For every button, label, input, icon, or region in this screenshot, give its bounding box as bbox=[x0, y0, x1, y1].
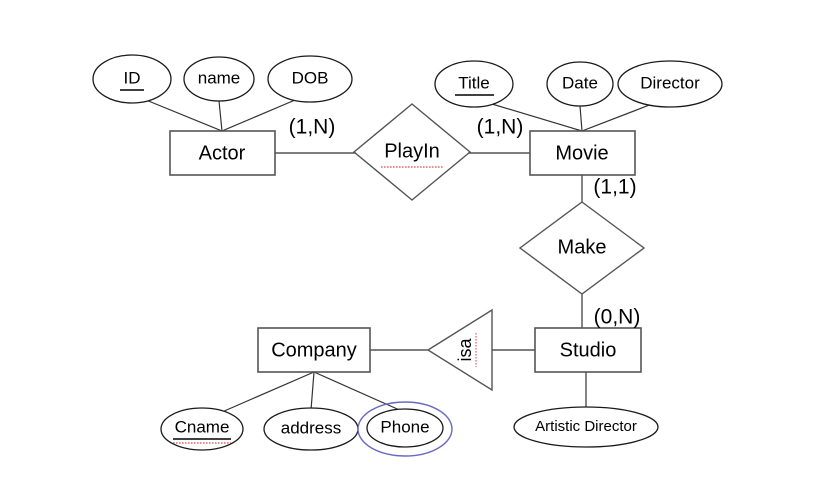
connector-dob-actor bbox=[221, 99, 296, 132]
connector-title-movie bbox=[491, 103, 583, 132]
attribute-phone-outer-ellipse bbox=[357, 401, 453, 457]
relationship-make-diamond[interactable] bbox=[518, 201, 646, 295]
relationship-playin-label: PlayIn bbox=[384, 140, 440, 162]
connector-id-actor bbox=[145, 99, 223, 132]
relationship-playin-diamond[interactable] bbox=[352, 103, 472, 201]
attribute-artistic-director-ellipse[interactable] bbox=[513, 406, 659, 448]
connector-cname-company bbox=[221, 371, 315, 413]
attribute-id-label: ID bbox=[124, 68, 141, 87]
attribute-id-ellipse[interactable] bbox=[92, 54, 172, 104]
entity-company-label: Company bbox=[271, 339, 357, 361]
entity-company-box[interactable] bbox=[257, 327, 371, 373]
cardinality-labels: (1,N) (1,N) (1,1) (0,N) bbox=[289, 116, 641, 329]
entity-movie-label: Movie bbox=[555, 142, 608, 164]
connector-date-movie bbox=[579, 105, 583, 132]
entity-actor-box[interactable] bbox=[169, 130, 276, 176]
entity-movie[interactable]: Movie bbox=[529, 130, 636, 176]
attribute-cname[interactable]: Cname bbox=[160, 407, 244, 451]
entity-movie-box[interactable] bbox=[529, 130, 636, 176]
attribute-cname-label: Cname bbox=[175, 417, 230, 436]
relationship-isa[interactable]: isa bbox=[426, 308, 493, 392]
relationship-isa-triangle[interactable] bbox=[426, 308, 493, 392]
attribute-director[interactable]: Director bbox=[617, 60, 723, 108]
cardinality-movie-make: (1,1) bbox=[593, 176, 636, 199]
connector-address-company bbox=[310, 371, 315, 411]
cardinality-make-studio: (0,N) bbox=[594, 306, 641, 329]
attribute-date[interactable]: Date bbox=[546, 61, 614, 107]
attribute-date-label: Date bbox=[562, 73, 598, 92]
attribute-artistic-director[interactable]: Artistic Director bbox=[513, 406, 659, 448]
attribute-dob-label: DOB bbox=[292, 68, 329, 87]
attribute-date-ellipse[interactable] bbox=[546, 61, 614, 107]
attribute-dob[interactable]: DOB bbox=[267, 55, 353, 103]
entity-studio[interactable]: Studio bbox=[534, 327, 642, 373]
entity-actor[interactable]: Actor bbox=[169, 130, 276, 176]
attribute-phone-label: Phone bbox=[380, 417, 429, 436]
relationship-make-label: Make bbox=[558, 236, 607, 258]
relationship-isa-label: isa bbox=[455, 338, 475, 362]
entity-company[interactable]: Company bbox=[257, 327, 371, 373]
attribute-director-label: Director bbox=[640, 73, 700, 92]
attribute-phone-ellipse[interactable] bbox=[366, 408, 444, 448]
attribute-title[interactable]: Title bbox=[434, 60, 514, 108]
connector-name-actor bbox=[218, 100, 223, 132]
cardinality-actor-playin: (1,N) bbox=[289, 116, 336, 139]
attribute-phone[interactable]: Phone bbox=[357, 401, 453, 457]
attribute-name-ellipse[interactable] bbox=[183, 56, 255, 102]
entity-studio-label: Studio bbox=[560, 339, 617, 361]
relationship-make[interactable]: Make bbox=[518, 201, 646, 295]
entity-actor-label: Actor bbox=[199, 142, 246, 164]
attribute-title-label: Title bbox=[458, 73, 490, 92]
attribute-name-label: name bbox=[198, 68, 241, 87]
attribute-name[interactable]: name bbox=[183, 56, 255, 102]
attribute-artistic-director-label: Artistic Director bbox=[535, 418, 637, 435]
connector-phone-company bbox=[313, 371, 405, 413]
entity-studio-box[interactable] bbox=[534, 327, 642, 373]
attribute-address[interactable]: address bbox=[263, 407, 359, 451]
attribute-dob-ellipse[interactable] bbox=[267, 55, 353, 103]
attribute-director-ellipse[interactable] bbox=[617, 60, 723, 108]
relationship-playin[interactable]: PlayIn bbox=[352, 103, 472, 201]
attribute-address-label: address bbox=[281, 418, 341, 437]
cardinality-playin-movie: (1,N) bbox=[477, 116, 524, 139]
connector-director-movie bbox=[581, 103, 653, 132]
connector-lines bbox=[145, 99, 653, 413]
attribute-id[interactable]: ID bbox=[92, 54, 172, 104]
